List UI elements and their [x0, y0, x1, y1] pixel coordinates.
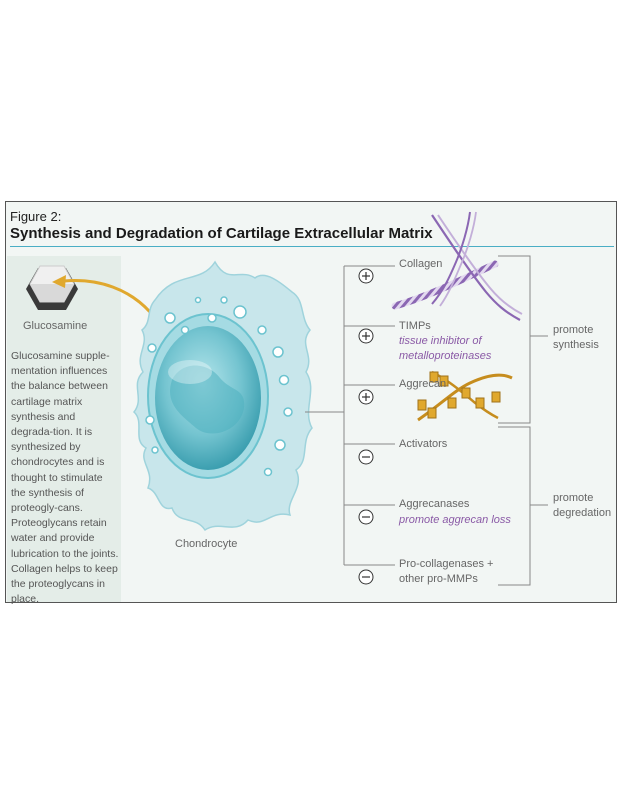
figure-title: Synthesis and Degradation of Cartilage E…	[10, 225, 433, 242]
degradation-label-line1: promote	[553, 492, 594, 504]
factor-aggrecan: Aggrecan	[399, 378, 447, 390]
sidebar-panel	[7, 256, 121, 602]
arrow-icon	[52, 275, 152, 314]
figure-label: Figure 2:	[10, 209, 62, 224]
plus-icon	[358, 389, 374, 405]
factor-activators: Activators	[399, 438, 448, 450]
factor-timps: TIMPs	[399, 320, 431, 332]
minus-icon	[358, 449, 374, 465]
factor-collagen: Collagen	[399, 258, 443, 270]
title-rule	[10, 246, 614, 247]
glucosamine-label: Glucosamine	[23, 320, 88, 332]
synthesis-label-line1: promote	[553, 324, 594, 336]
factor-aggrecanases: Aggrecanases	[399, 498, 470, 510]
timps-note-line2: metalloproteinases	[399, 350, 492, 362]
aggrecan-icon	[417, 370, 513, 422]
synthesis-bracket	[498, 255, 548, 424]
minus-icon	[358, 509, 374, 525]
plus-icon	[358, 328, 374, 344]
factor-bracket	[343, 265, 395, 566]
chondrocyte-cell	[132, 260, 313, 532]
synthesis-label-line2: synthesis	[553, 339, 599, 351]
sidebar-description: Glucosamine supple-mentation influences …	[11, 350, 119, 606]
timps-note-line1: tissue inhibitor of	[399, 335, 482, 347]
plus-icon	[358, 268, 374, 284]
factor-pro-collagenases-line2: other pro-MMPs	[399, 573, 478, 585]
glucosamine-icon	[26, 265, 78, 310]
minus-icon	[358, 569, 374, 585]
collagen-fiber-icon	[391, 211, 523, 321]
degradation-label-line2: degredation	[553, 507, 612, 519]
factor-pro-collagenases-line1: Pro-collagenases +	[399, 558, 494, 570]
degradation-bracket	[498, 426, 548, 586]
chondrocyte-label: Chondrocyte	[175, 538, 238, 550]
aggrecanases-note: promote aggrecan loss	[399, 514, 511, 526]
